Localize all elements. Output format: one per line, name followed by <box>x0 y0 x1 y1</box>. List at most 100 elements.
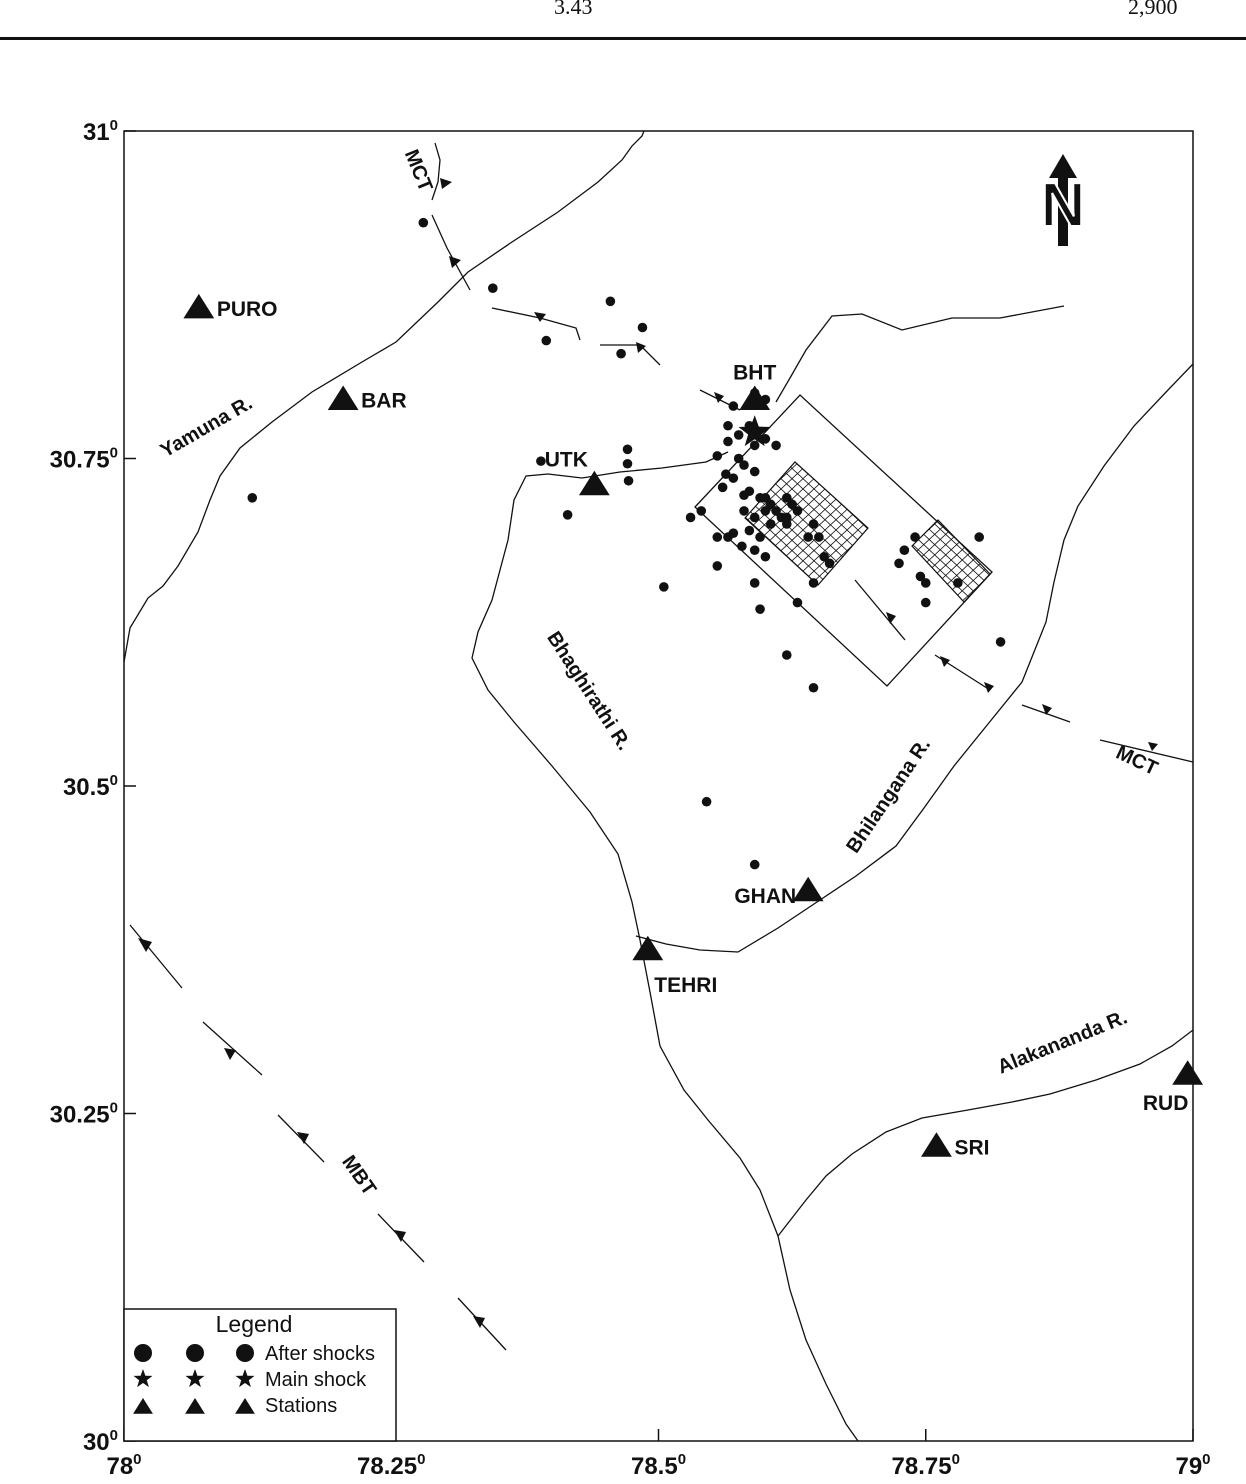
aftershock-point <box>696 506 707 516</box>
fault-tooth <box>1148 742 1158 751</box>
aftershock-point <box>712 561 723 571</box>
x-tick-label: 790 <box>1175 1451 1210 1480</box>
aftershock-point <box>622 458 633 469</box>
feature-label: Yamuna R. <box>157 392 257 462</box>
aftershock-point <box>723 420 733 431</box>
study-area-rectangle <box>694 394 993 687</box>
aftershock-point <box>915 571 926 582</box>
aftershock-point <box>728 401 739 411</box>
aftershock-point <box>819 551 829 562</box>
aftershock-point <box>910 532 920 542</box>
station-label: PURO <box>217 298 278 321</box>
north-arrow-label: N <box>1041 171 1086 240</box>
station-label: UTK <box>545 449 588 472</box>
aftershock-point <box>771 440 781 451</box>
aftershock-point <box>623 475 634 486</box>
y-tick-label: 30.50 <box>63 772 118 801</box>
fault-teeth <box>138 178 1158 1328</box>
aftershock-point <box>771 506 781 516</box>
aftershock-point <box>712 451 723 461</box>
aftershock-point <box>899 545 910 555</box>
aftershock-point <box>733 430 744 440</box>
legend-item-label: Main shock <box>265 1369 367 1391</box>
station-label: SRI <box>954 1136 989 1159</box>
x-tick-label: 780 <box>106 1451 141 1480</box>
mct-fault-trace-central <box>600 344 661 366</box>
aftershock-point <box>749 440 760 451</box>
y-tick-label: 30.750 <box>50 445 118 474</box>
station-label: GHAN <box>734 885 796 908</box>
aftershock-point <box>781 650 792 660</box>
aftershock-point <box>622 444 633 455</box>
x-tick-label: 78.250 <box>357 1451 425 1480</box>
legend-circle-icon <box>186 1344 204 1362</box>
rupture-zone-west <box>744 461 869 586</box>
map-frame <box>123 130 1194 1442</box>
aftershock-point <box>781 512 792 523</box>
legend-triangle-icon <box>133 1398 153 1414</box>
mbt-fault-trace <box>129 924 507 1351</box>
y-tick-label: 310 <box>83 117 118 146</box>
aftershock-point <box>920 597 931 608</box>
aftershock-point <box>765 499 776 510</box>
header-right-value: 2,900 <box>1128 0 1178 19</box>
aftershock-point <box>760 493 771 503</box>
aftershock-point <box>733 453 744 464</box>
aftershock-point <box>749 466 760 477</box>
aftershock-point <box>536 456 546 466</box>
aftershock-point <box>953 578 963 588</box>
aftershock-point <box>717 482 728 493</box>
feature-label: Alakananda R. <box>994 1006 1130 1078</box>
station-label: TEHRI <box>654 974 717 997</box>
aftershock-point <box>247 493 258 503</box>
feature-label: MCT <box>400 146 437 194</box>
x-tick-label: 78.750 <box>892 1451 960 1480</box>
legend-star-icon <box>185 1369 205 1388</box>
aftershock-point <box>760 506 771 516</box>
river-lines <box>123 130 1194 1442</box>
aftershock-point <box>808 578 819 588</box>
aftershock-point <box>637 322 648 333</box>
aftershocks-layer <box>247 217 1006 870</box>
aftershock-point <box>781 493 792 503</box>
rupture-zone-east <box>911 519 991 603</box>
bhilangana-river-line <box>635 363 1194 953</box>
fault-tooth <box>224 1048 236 1060</box>
feature-label: Bhilangana R. <box>842 734 935 857</box>
aftershock-point <box>974 532 984 542</box>
fault-tooth <box>984 682 994 693</box>
mainshock-layer <box>738 415 771 447</box>
aftershock-point <box>792 597 803 608</box>
legend-triangle-icon <box>185 1398 205 1414</box>
aftershock-point <box>760 551 771 562</box>
study-area <box>694 394 993 687</box>
aftershock-point <box>765 519 776 529</box>
fault-tooth <box>714 392 724 403</box>
aftershock-point <box>792 506 803 516</box>
rupture-zone-grid <box>745 462 990 602</box>
aftershock-point <box>755 604 765 614</box>
aftershock-point <box>616 348 626 359</box>
aftershock-point <box>418 217 429 228</box>
aftershock-point <box>755 532 765 542</box>
aftershock-point <box>541 335 552 346</box>
fault-tooth <box>138 938 152 952</box>
station-triangle <box>1172 1060 1204 1085</box>
mct-fault-trace-south <box>854 579 1194 763</box>
aftershock-point <box>737 541 747 552</box>
aftershock-point <box>814 532 824 542</box>
bhilangana-upper-line <box>775 305 1065 403</box>
legend-circle-icon <box>134 1344 152 1362</box>
fault-tooth <box>440 178 452 189</box>
aftershock-point <box>920 578 931 588</box>
aftershock-point <box>488 283 498 294</box>
fault-tooth <box>449 256 461 268</box>
aftershock-point <box>995 637 1006 647</box>
y-tick-label: 30.250 <box>50 1100 118 1129</box>
legend-circle-icon <box>236 1344 254 1362</box>
main-shock-star <box>738 415 771 447</box>
aftershock-point <box>605 296 616 307</box>
